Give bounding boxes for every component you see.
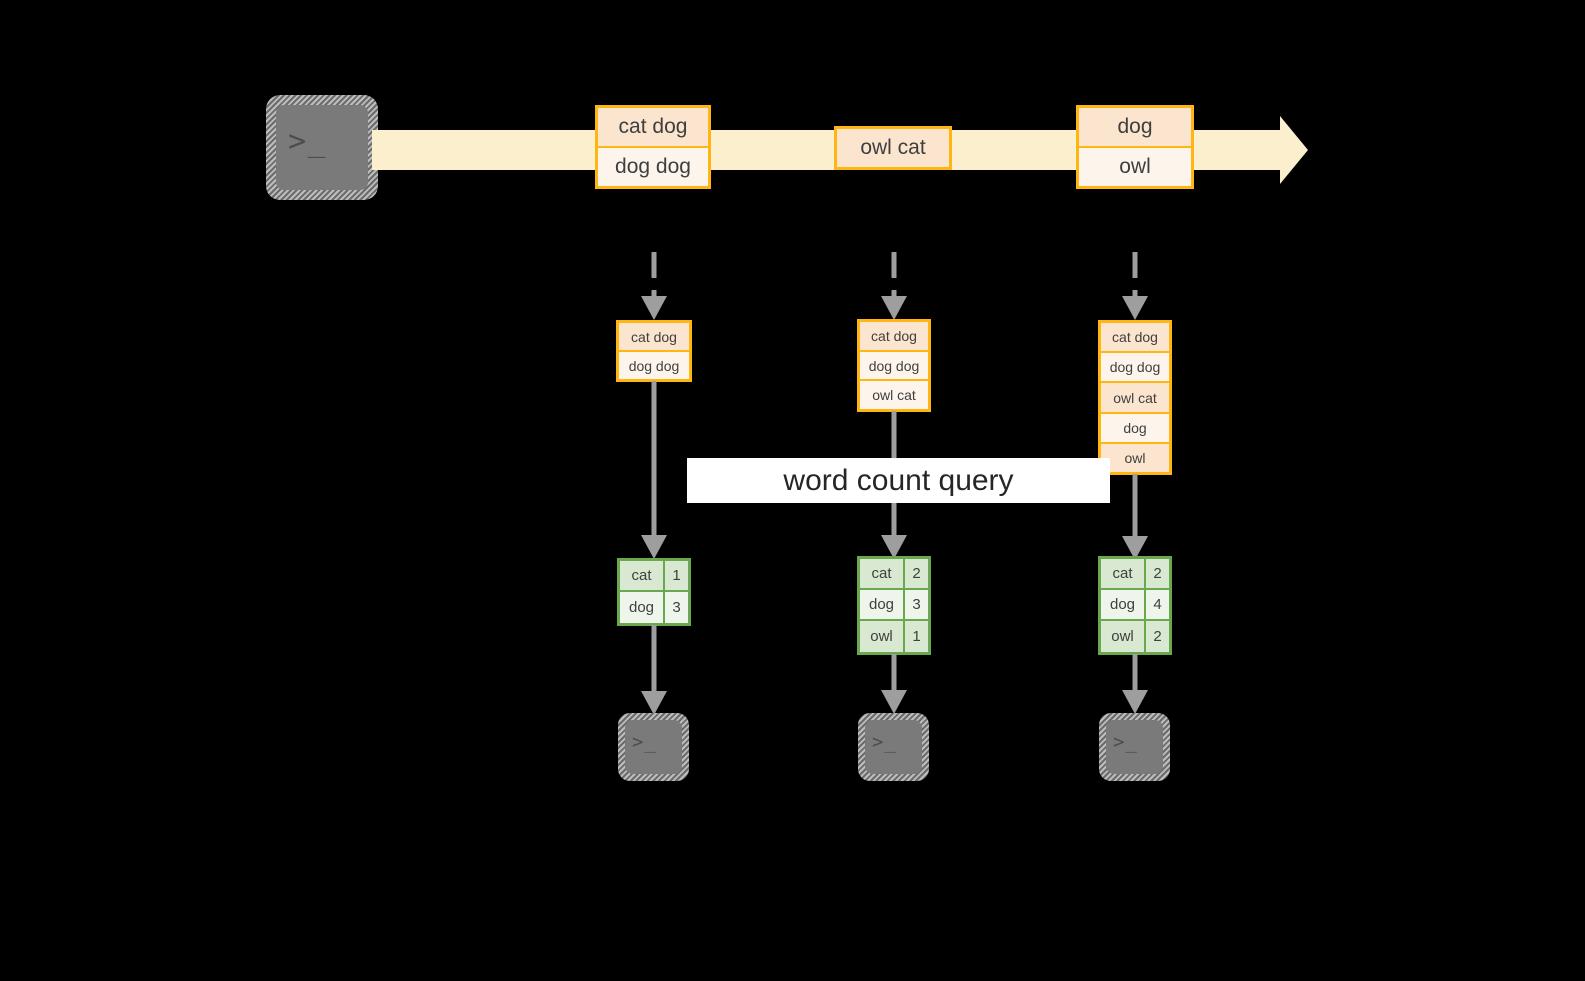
sink-terminal-icon-stage-2: >_ <box>858 713 929 781</box>
result-table-stage-1: cat 1 dog 3 <box>617 558 691 626</box>
record-line: cat dog <box>860 322 928 352</box>
record-line: owl cat <box>1101 383 1169 414</box>
result-word: owl <box>860 621 905 652</box>
terminal-prompt-label: >_ <box>632 731 657 753</box>
record-line: owl <box>1101 443 1169 473</box>
result-count: 2 <box>1153 628 1162 645</box>
sink-connector-stage-1 <box>641 625 667 715</box>
result-row: owl 2 <box>1101 621 1169 652</box>
record-line: cat dog <box>1101 323 1169 354</box>
dashed-connector-stage-2 <box>881 252 907 320</box>
stream-batch-line: dog dog <box>598 148 708 186</box>
stream-batch-line: owl <box>1079 148 1191 186</box>
terminal-prompt-label: >_ <box>872 731 897 753</box>
stream-batch-line: owl cat <box>837 129 949 167</box>
terminal-prompt-label: >_ <box>1113 731 1138 753</box>
stream-batch-1: cat dog dog dog <box>595 105 711 189</box>
result-row: cat 1 <box>620 561 688 592</box>
terminal-screen: >_ <box>865 720 922 774</box>
accumulated-records-stage-2: cat dog dog dog owl cat <box>857 319 931 412</box>
sink-connector-stage-3 <box>1122 654 1148 714</box>
query-label-band: word count query <box>687 458 1110 503</box>
query-connector-stage-3 <box>1122 474 1148 560</box>
record-line: dog dog <box>1101 353 1169 384</box>
record-line: cat dog <box>619 323 689 352</box>
result-word: dog <box>620 592 665 623</box>
stream-batch-line: cat dog <box>598 108 708 148</box>
sink-terminal-icon-stage-3: >_ <box>1099 713 1170 781</box>
accumulated-records-stage-3: cat dog dog dog owl cat dog owl <box>1098 320 1172 475</box>
result-row: cat 2 <box>860 559 928 590</box>
terminal-screen: >_ <box>1106 720 1163 774</box>
record-line: owl cat <box>860 381 928 410</box>
result-table-stage-2: cat 2 dog 3 owl 1 <box>857 556 931 655</box>
result-row: dog 4 <box>1101 590 1169 621</box>
result-count: 3 <box>912 596 921 613</box>
result-word: cat <box>860 559 905 588</box>
terminal-prompt-label: >_ <box>288 124 328 159</box>
result-row: dog 3 <box>860 590 928 621</box>
result-word: dog <box>860 590 905 619</box>
result-count: 2 <box>1153 565 1162 582</box>
result-count: 4 <box>1153 596 1162 613</box>
terminal-screen: >_ <box>625 720 682 774</box>
result-count: 2 <box>912 565 921 582</box>
record-line: dog <box>1101 413 1169 444</box>
result-row: cat 2 <box>1101 559 1169 590</box>
query-label: word count query <box>783 463 1014 497</box>
query-connector-stage-1 <box>641 381 667 559</box>
stream-arrowhead <box>1280 116 1308 184</box>
result-count: 1 <box>912 628 921 645</box>
record-line: dog dog <box>860 351 928 382</box>
result-word: dog <box>1101 590 1146 619</box>
result-word: cat <box>620 561 665 590</box>
stream-batch-line: dog <box>1079 108 1191 148</box>
terminal-screen: >_ <box>276 105 368 190</box>
result-table-stage-3: cat 2 dog 4 owl 2 <box>1098 556 1172 655</box>
stream-batch-3: dog owl <box>1076 105 1194 189</box>
stream-batch-2: owl cat <box>834 126 952 170</box>
dashed-connector-stage-3 <box>1122 252 1148 320</box>
result-row: owl 1 <box>860 621 928 652</box>
record-line: dog dog <box>619 352 689 379</box>
result-row: dog 3 <box>620 592 688 623</box>
sink-connector-stage-2 <box>881 654 907 714</box>
result-count: 3 <box>672 599 681 616</box>
result-count: 1 <box>672 567 681 584</box>
sink-terminal-icon-stage-1: >_ <box>618 713 689 781</box>
accumulated-records-stage-1: cat dog dog dog <box>616 320 692 382</box>
dashed-connector-stage-1 <box>641 252 667 320</box>
source-terminal-icon: >_ <box>266 95 378 200</box>
result-word: cat <box>1101 559 1146 588</box>
result-word: owl <box>1101 621 1146 652</box>
